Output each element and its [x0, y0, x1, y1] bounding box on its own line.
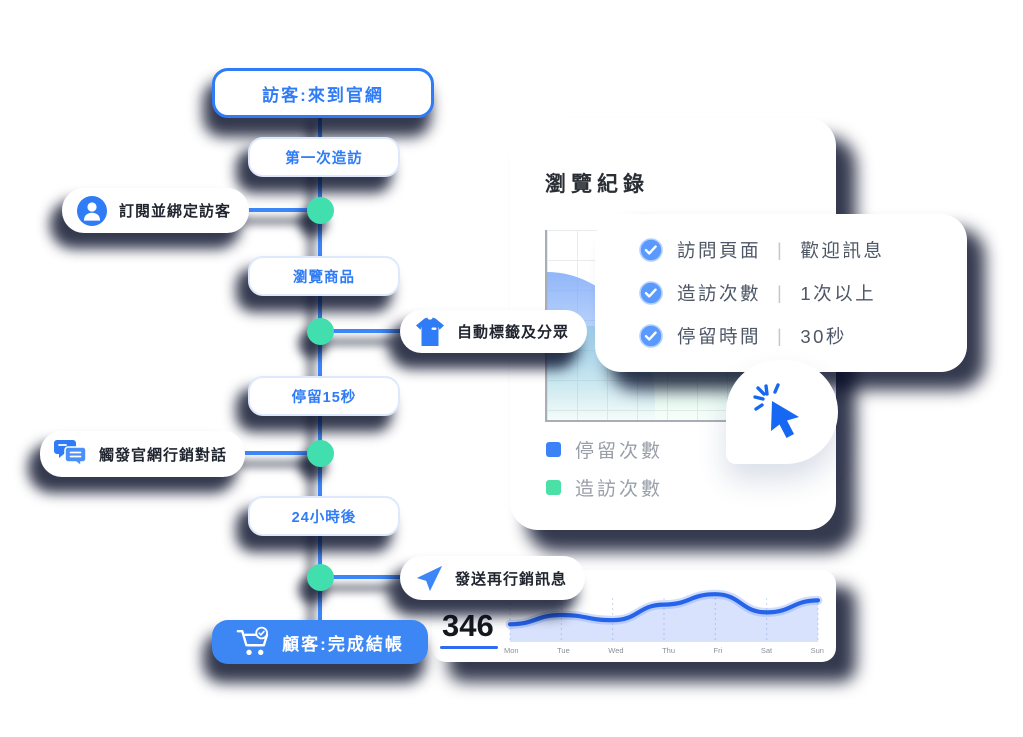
- action-trigger-chat: 觸發官網行銷對話: [40, 431, 246, 477]
- timeline-dot: [307, 564, 334, 591]
- condition-separator: |: [777, 239, 785, 260]
- condition-row-visits: 造訪次數 | 1次以上: [639, 280, 967, 306]
- click-cursor-bubble: [726, 360, 838, 464]
- condition-separator: |: [777, 282, 785, 303]
- cart-check-icon: [236, 626, 272, 658]
- condition-value: 30秒: [800, 326, 847, 347]
- timeline-dot: [307, 440, 334, 467]
- legend-item-stay: 停留次數: [546, 436, 663, 463]
- action-label: 發送再行銷訊息: [455, 570, 568, 588]
- chat-icon: [54, 439, 88, 469]
- action-label: 訂閱並綁定訪客: [119, 203, 232, 220]
- condition-label: 停留時間: [677, 326, 762, 347]
- connector-line: [322, 329, 402, 333]
- condition-label: 造訪次數: [677, 283, 762, 304]
- axis-tick: Fri: [713, 646, 723, 655]
- timeline-vertical-line: [318, 110, 322, 622]
- legend-swatch-blue: [546, 442, 561, 457]
- user-icon: [76, 195, 108, 227]
- stat-value: 346: [442, 608, 494, 643]
- condition-row-duration: 停留時間 | 30秒: [639, 323, 967, 349]
- legend-item-visit: 造訪次數: [546, 474, 663, 501]
- journey-start-node: 訪客:來到官網: [212, 68, 434, 118]
- weekly-stats-card: 346 Mon Tue Wed Thu Fri Sat Sun: [432, 570, 836, 662]
- end-node-label: 顧客:完成結帳: [282, 634, 404, 654]
- tshirt-icon: [414, 317, 446, 347]
- axis-tick: Sat: [760, 646, 773, 655]
- axis-tick: Wed: [608, 646, 624, 655]
- trigger-conditions-card: 訪問頁面 | 歡迎訊息 造訪次數 | 1次以上 停留時間 | 30秒: [595, 214, 967, 372]
- check-circle-icon: [639, 281, 663, 305]
- axis-tick: Tue: [557, 646, 570, 655]
- click-cursor-icon: [753, 383, 799, 438]
- action-label: 觸發官網行銷對話: [99, 446, 228, 464]
- legend-label: 停留次數: [575, 441, 664, 462]
- connector-line: [322, 575, 402, 579]
- stat-underline: [440, 646, 498, 649]
- axis-tick: Sun: [810, 646, 824, 655]
- step-stay-15s: 停留15秒: [248, 376, 400, 416]
- step-first-visit: 第一次造訪: [248, 137, 400, 177]
- browse-history-title: 瀏覽紀錄: [545, 173, 649, 196]
- action-auto-tag: 自動標籤及分眾: [400, 310, 588, 353]
- weekday-axis: Mon Tue Wed Thu Fri Sat Sun: [504, 646, 824, 655]
- condition-value: 1次以上: [800, 283, 877, 304]
- step-24h-later: 24小時後: [248, 496, 400, 536]
- timeline-dot: [307, 197, 334, 224]
- condition-value: 歡迎訊息: [800, 240, 885, 261]
- check-circle-icon: [639, 238, 663, 262]
- action-subscribe-bind: 訂閱並綁定訪客: [62, 188, 250, 233]
- condition-separator: |: [777, 325, 785, 346]
- connector-line: [242, 451, 320, 455]
- condition-row-page: 訪問頁面 | 歡迎訊息: [639, 237, 967, 263]
- connector-line: [240, 208, 320, 212]
- action-send-remarketing: 發送再行銷訊息: [400, 556, 586, 600]
- action-label: 自動標籤及分眾: [457, 324, 570, 341]
- weekly-trend-chart: [504, 578, 824, 650]
- timeline-dot: [307, 318, 334, 345]
- send-icon: [414, 563, 444, 593]
- step-browse-products: 瀏覽商品: [248, 256, 400, 296]
- legend-label: 造訪次數: [575, 479, 664, 500]
- check-circle-icon: [639, 324, 663, 348]
- condition-label: 訪問頁面: [677, 240, 762, 261]
- axis-tick: Thu: [662, 646, 676, 655]
- legend-swatch-green: [546, 480, 561, 495]
- journey-end-node: 顧客:完成結帳: [212, 620, 428, 664]
- axis-tick: Mon: [504, 646, 519, 655]
